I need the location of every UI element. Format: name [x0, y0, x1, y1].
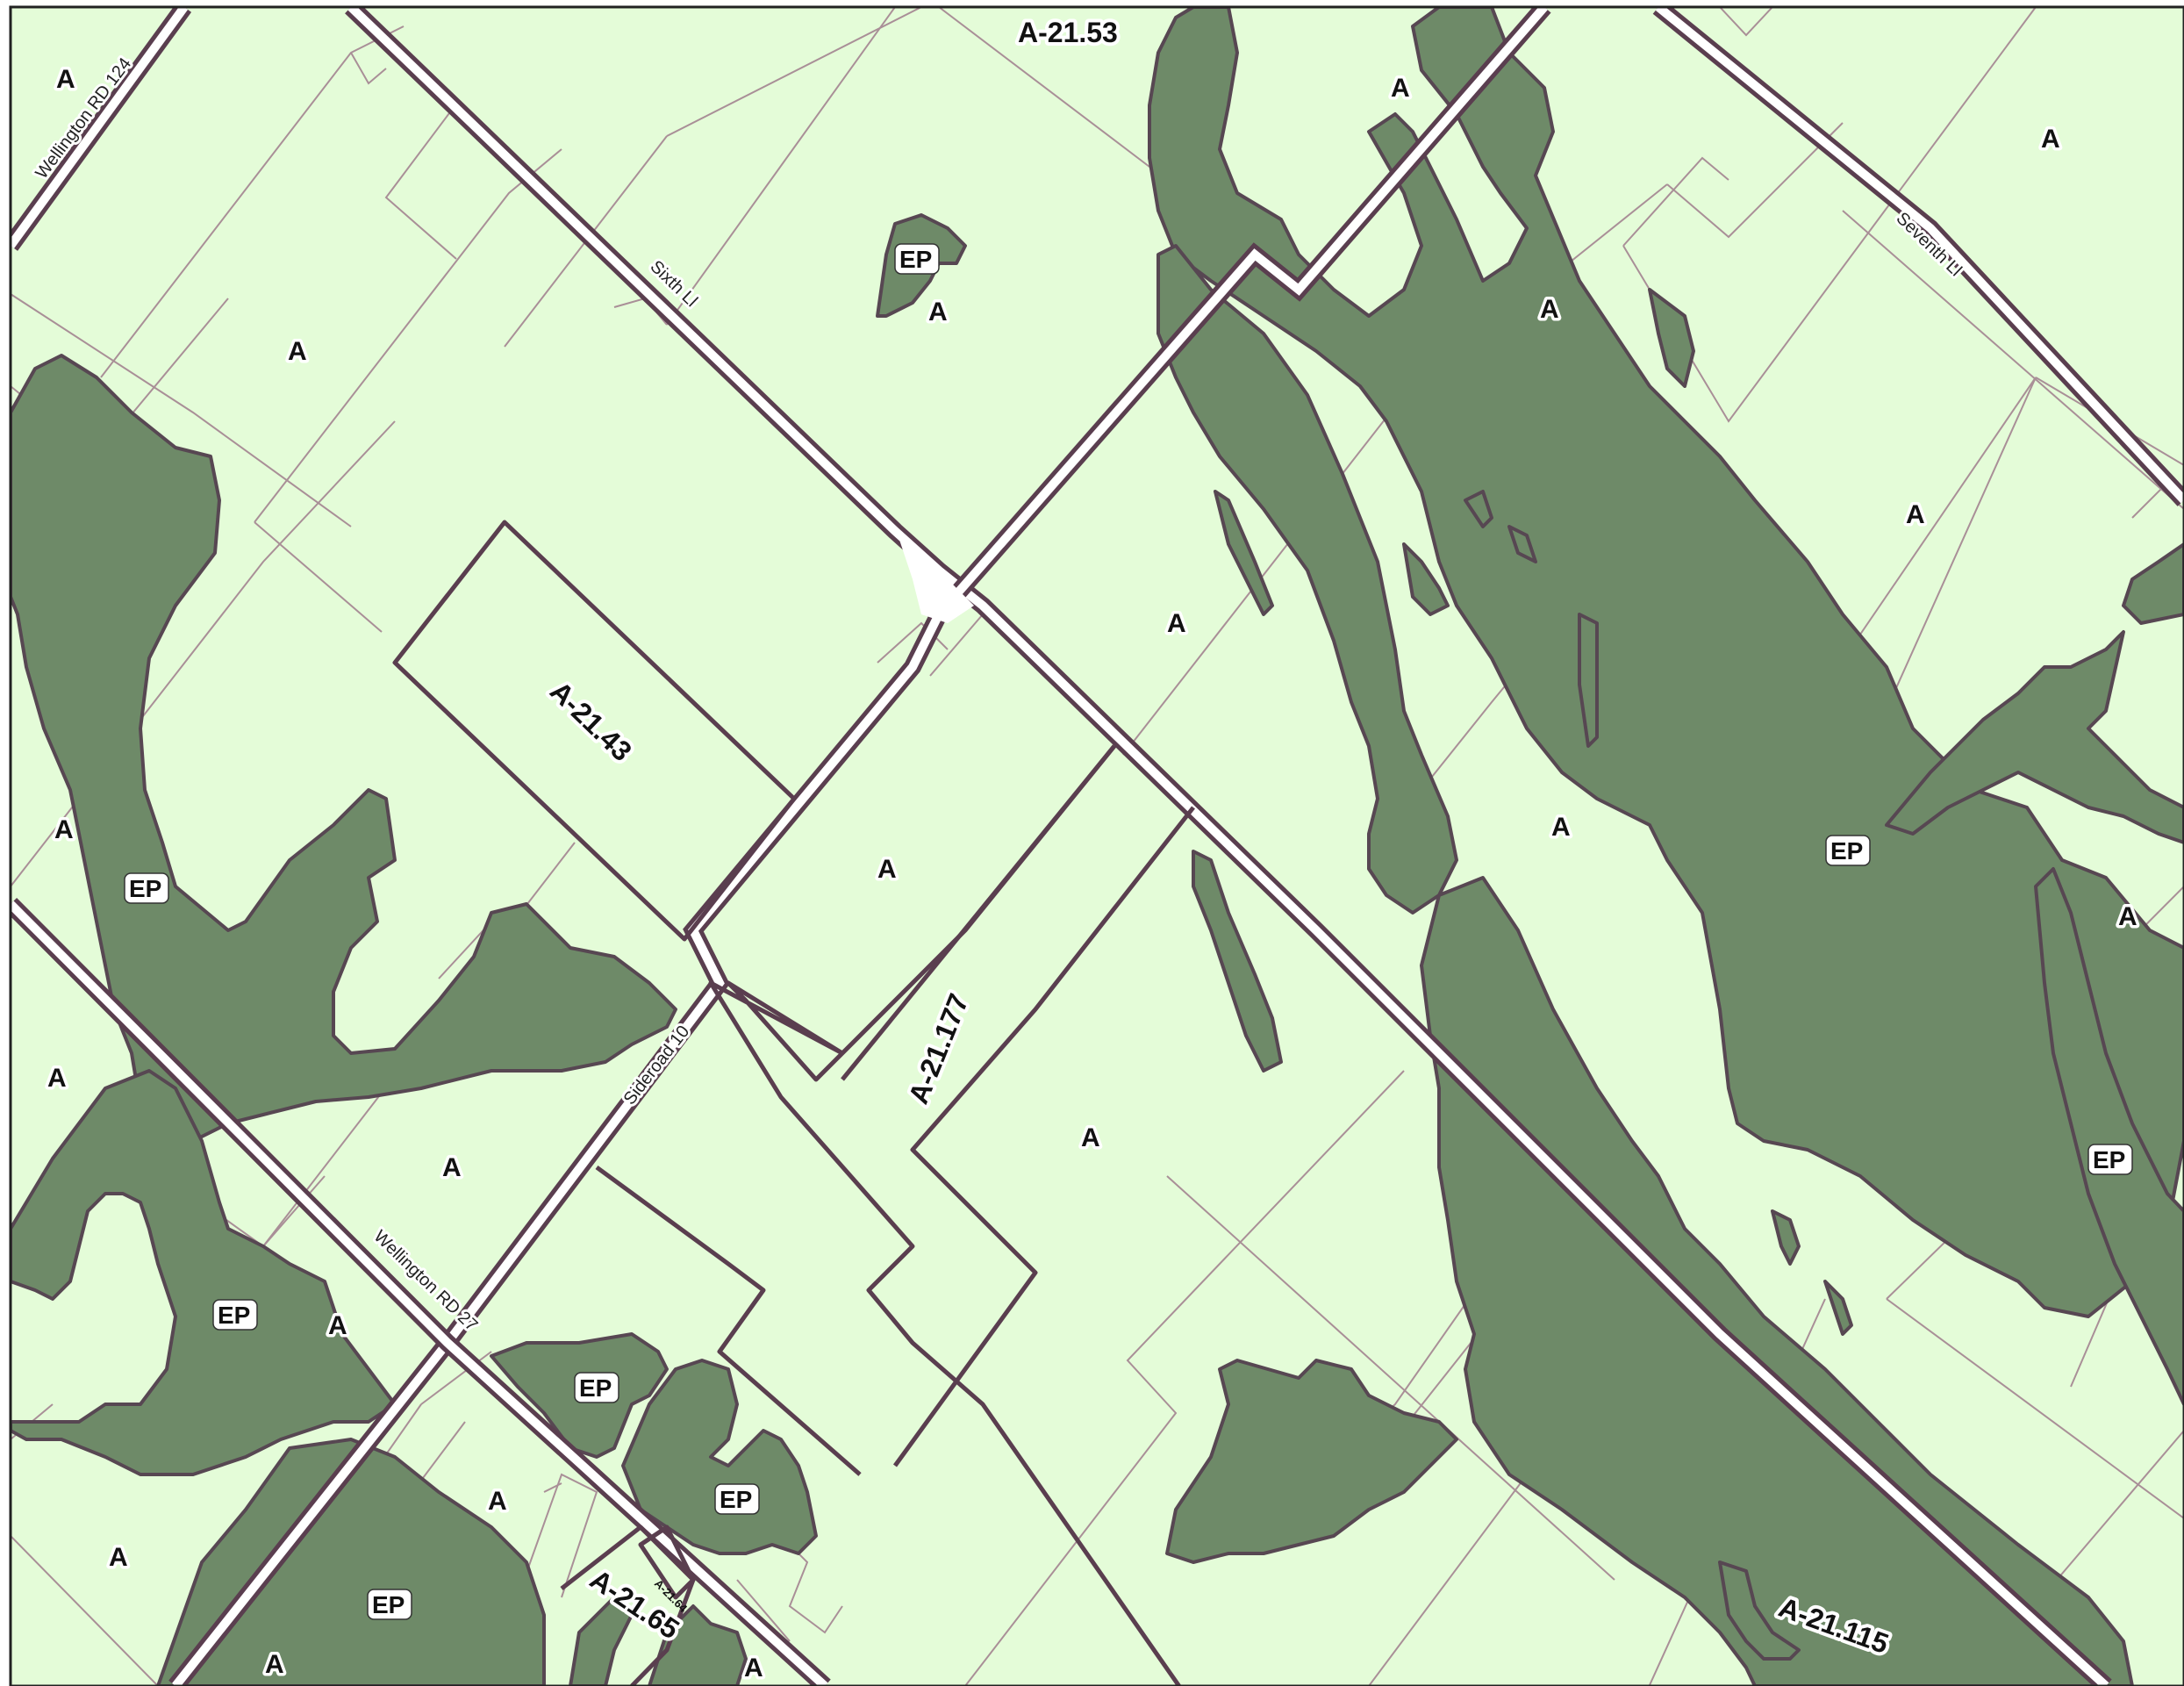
- amendment-boundary-a-21-64: [638, 1525, 696, 1600]
- zone-label-ep: EP: [579, 1374, 612, 1402]
- zone-label-a: A: [109, 1543, 128, 1572]
- zone-label-a: A: [1167, 609, 1186, 638]
- environmental-protection-labels: EP EP EP EP EP EP EP EP: [124, 243, 2133, 1620]
- ep-label-box: EP: [124, 872, 169, 904]
- zone-label-ep: EP: [129, 875, 161, 902]
- amendment-label-a-21-53: A-21.53: [1018, 17, 1118, 48]
- ep-area-south-corridor: [156, 1438, 546, 1686]
- ep-area-south-central-3: [569, 1596, 634, 1686]
- ep-area-river-sliver-5: [1578, 613, 1599, 748]
- ep-area-river-sliver-3: [1464, 490, 1493, 528]
- zone-label-a: A: [442, 1153, 462, 1182]
- zone-label-a: A: [265, 1650, 284, 1679]
- ep-area-southwest: [11, 1069, 397, 1476]
- ep-area-central-strip: [1156, 244, 1458, 915]
- road-wellington-rd-27: [11, 897, 831, 1686]
- ep-area-east-branch: [1885, 630, 2184, 844]
- amendment-boundary-a-21-43: [392, 520, 797, 942]
- zone-label-ep: EP: [372, 1591, 405, 1618]
- zone-label-a: A: [288, 337, 307, 366]
- zone-label-a: A: [2041, 125, 2060, 154]
- ep-label-box: EP: [894, 243, 940, 275]
- map-frame-border: [9, 5, 2184, 1686]
- ep-area-river-sliver-4: [1507, 525, 1537, 563]
- amendment-boundaries: [392, 520, 1195, 1686]
- amendment-boundary-a-21-177-inner: [841, 744, 1116, 1081]
- zone-label-a: A: [328, 1311, 347, 1340]
- ep-area-south-central-2: [621, 1359, 818, 1555]
- road-wellington-rd-124: [11, 7, 192, 251]
- amendment-boundary-a-21-177-lower: [595, 1165, 862, 1476]
- zone-label-a: A: [1906, 500, 1925, 529]
- ep-area-south-pond: [1165, 1359, 1458, 1564]
- zone-label-a: A: [56, 65, 75, 94]
- zone-label-ep: EP: [1830, 837, 1863, 865]
- parcel-lines: [11, 7, 2184, 1686]
- zone-label-a: A: [2118, 902, 2137, 931]
- ep-area-east-river: [1420, 876, 2134, 1686]
- zone-label-a: A: [928, 298, 948, 326]
- ep-area-river-sliver-6: [1648, 288, 1695, 388]
- ep-area-southeast-blob: [1718, 1560, 1801, 1661]
- zone-label-a: A: [1081, 1123, 1100, 1152]
- ep-area-river-sliver-8: [1823, 1280, 1853, 1336]
- ep-label-box: EP: [714, 1483, 760, 1515]
- zone-label-a: A: [1391, 74, 1410, 103]
- roads: [11, 7, 2184, 1686]
- road-seventh-line: [1652, 7, 2184, 506]
- zone-label-a: A: [1551, 813, 1571, 842]
- amendment-boundary-a-21-177: [708, 744, 1182, 1686]
- ep-label-box: EP: [2087, 1144, 2133, 1175]
- zone-label-ep: EP: [218, 1302, 250, 1329]
- zone-label-ep: EP: [720, 1486, 752, 1513]
- zone-label-a: A: [744, 1654, 763, 1682]
- ep-area-northeast-edge: [2122, 542, 2184, 625]
- zone-label-a: A: [54, 815, 74, 844]
- ep-area-river-sliver-7: [1771, 1209, 1801, 1266]
- environmental-protection-areas: [11, 7, 2184, 1686]
- road-sideroad-10: [168, 7, 1551, 1686]
- zone-label-ep: EP: [899, 246, 932, 273]
- zone-label-a: A: [488, 1487, 507, 1516]
- amendment-boundary-a-21-177-outer: [892, 806, 1195, 1467]
- zone-label-a: A: [47, 1064, 67, 1093]
- ep-area-river-sliver-1: [1214, 490, 1274, 616]
- ep-label-box: EP: [367, 1589, 412, 1620]
- zone-label-ep: EP: [2093, 1146, 2125, 1173]
- road-sixth-line: [345, 7, 2112, 1686]
- ep-label-box: EP: [1825, 835, 1871, 866]
- ep-label-box: EP: [574, 1372, 619, 1403]
- ep-label-box: EP: [212, 1299, 258, 1331]
- ep-area-middle-lens: [1192, 850, 1283, 1073]
- ep-area-river-sliver-2: [1402, 542, 1450, 616]
- agricultural-zone-labels: A A A A A A A A A A A A A A A A A A A A: [45, 62, 2141, 1686]
- zone-label-a: A: [1540, 295, 1559, 324]
- ep-area-far-east-strip: [2034, 867, 2184, 1406]
- ep-area-south-central-4: [648, 1604, 748, 1686]
- road-intersection-sixth-line-sideroad-10: [895, 527, 974, 623]
- zone-label-a: A: [877, 855, 897, 884]
